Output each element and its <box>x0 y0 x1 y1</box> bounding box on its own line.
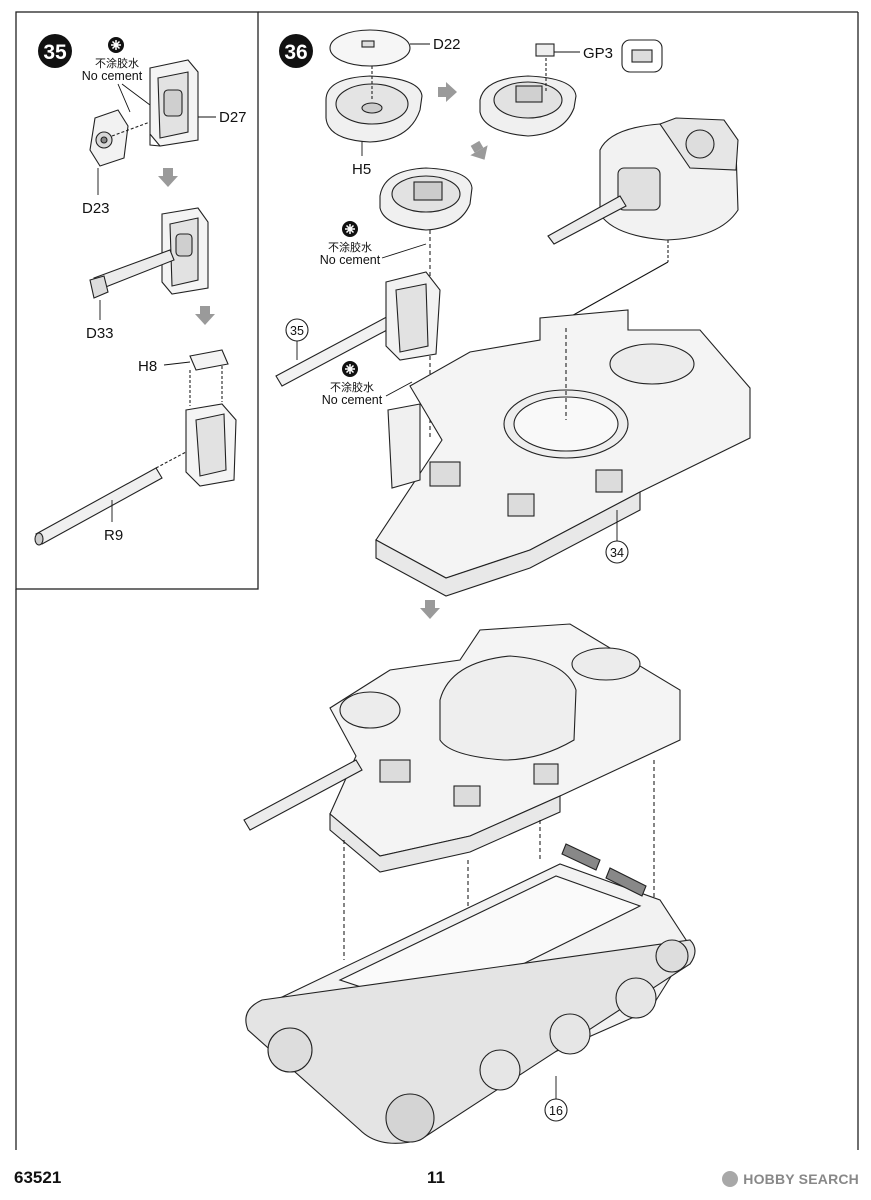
assembly-arrow-icon <box>420 600 440 619</box>
step-36-section: 36 D22 H5 GP3 <box>15 11 859 1150</box>
page-number: 11 <box>427 1168 445 1187</box>
step-35-panel: 35 不涂胶水 No cement D27 D23 <box>15 11 259 590</box>
no-cement-icon <box>107 36 125 54</box>
part-h8-drawing <box>185 349 237 487</box>
part-label-h8: H8 <box>138 358 157 375</box>
step-35-frame <box>15 11 259 590</box>
no-cement-note-en: No cement <box>322 393 383 407</box>
mantlet-gun-subassembly <box>275 271 441 387</box>
part-h5-drawing <box>325 66 423 143</box>
no-cement-note-en: No cement <box>82 69 143 83</box>
part-gp3-drawing <box>535 39 663 73</box>
upper-hull-drawing <box>375 309 751 597</box>
assembly-arrow-icon <box>195 306 215 325</box>
assembly-arrow-icon <box>158 168 178 187</box>
ref-step-16: 16 <box>549 1104 563 1118</box>
part-d33-drawing <box>89 207 209 299</box>
part-label-d23: D23 <box>82 200 110 217</box>
hobby-search-logo-icon <box>722 1171 739 1187</box>
part-d23-drawing <box>89 109 151 167</box>
no-cement-note-cn: 不涂胶水 <box>95 56 139 70</box>
no-cement-note-cn: 不涂胶水 <box>330 380 374 394</box>
step-36-number: 36 <box>284 41 307 64</box>
part-label-h5: H5 <box>352 161 371 178</box>
step-35-number: 35 <box>43 41 67 64</box>
no-cement-note-en: No cement <box>320 253 381 267</box>
turret-drawing <box>547 117 739 319</box>
assembly-arrow-icon <box>466 138 494 165</box>
part-d27-drawing <box>149 59 199 147</box>
part-d22-drawing <box>329 29 411 67</box>
completed-upper-hull-drawing <box>243 623 681 1040</box>
assembly-arrow-icon <box>438 82 457 102</box>
step-36-badge <box>279 34 313 68</box>
lower-hull-chassis-drawing <box>245 843 696 1144</box>
no-cement-icon <box>341 360 359 378</box>
ref-step-34: 34 <box>610 546 624 560</box>
part-label-d33: D33 <box>86 325 114 342</box>
step-35-badge <box>38 34 72 68</box>
no-cement-icon <box>341 220 359 238</box>
part-label-r9: R9 <box>104 527 123 544</box>
part-label-d22: D22 <box>433 36 461 53</box>
no-cement-note-cn: 不涂胶水 <box>328 240 372 254</box>
part-r9-drawing <box>34 451 187 546</box>
watermark: HOBBY SEARCH <box>722 1171 859 1187</box>
ref-step-35: 35 <box>290 324 304 338</box>
watermark-text: HOBBY SEARCH <box>743 1171 859 1187</box>
product-code: 63521 <box>14 1168 62 1187</box>
part-label-d27: D27 <box>219 109 247 126</box>
turret-ring-subassembly <box>479 58 577 137</box>
part-label-gp3: GP3 <box>583 45 613 62</box>
